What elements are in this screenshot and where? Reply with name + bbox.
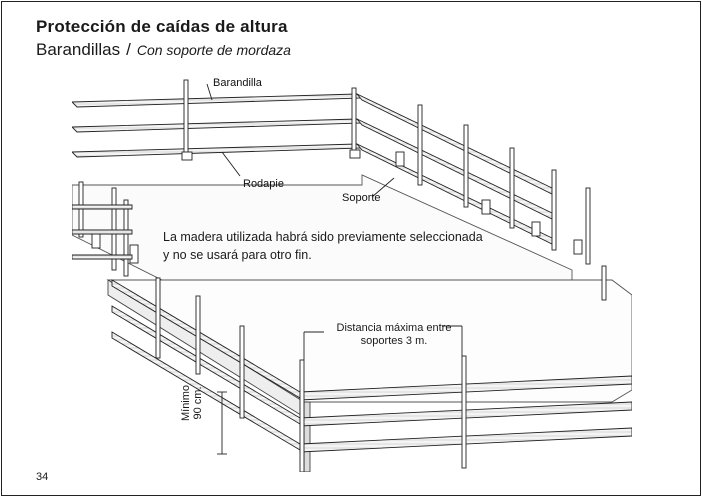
railing-illustration: Barandilla Rodapie Soporte La madera uti… <box>72 70 632 472</box>
page-number: 34 <box>36 471 49 483</box>
upper-side-rails <box>356 93 553 245</box>
upper-left-rails <box>72 204 133 260</box>
page-subtitle: Barandillas / Con soporte de mordaza <box>36 40 291 60</box>
dimension-lines <box>217 325 463 455</box>
railing-drawing <box>72 79 632 472</box>
leader-lines <box>206 83 395 198</box>
upper-posts <box>78 79 591 277</box>
minimo-line2: 90 cm. <box>192 386 204 420</box>
clamp-supports <box>91 149 583 264</box>
minimum-height-annotation: Mínimo 90 cm. <box>180 380 204 426</box>
page-title: Protección de caídas de altura <box>36 17 288 36</box>
minimo-line1: Mínimo <box>180 384 192 422</box>
subtitle-detail: Con soporte de mordaza <box>136 42 291 58</box>
wood-note-line1: La madera utilizada habrá sido previamen… <box>163 230 483 244</box>
wood-note-line2: y no se usará para otro fin. <box>163 248 312 262</box>
label-barandilla: Barandilla <box>213 77 262 89</box>
distance-annotation: Distancia máxima entre soportes 3 m. <box>324 322 464 348</box>
distance-line1: Distancia máxima entre <box>336 322 452 334</box>
label-soporte: Soporte <box>342 192 381 204</box>
upper-back-rails <box>72 93 364 158</box>
label-rodapie: Rodapie <box>243 178 284 190</box>
wood-note: La madera utilizada habrá sido previamen… <box>163 228 483 264</box>
subtitle-separator: / <box>126 40 131 59</box>
subtitle-main: Barandillas <box>36 40 121 59</box>
lower-posts <box>155 265 607 472</box>
distance-line2: soportes 3 m. <box>360 335 428 347</box>
